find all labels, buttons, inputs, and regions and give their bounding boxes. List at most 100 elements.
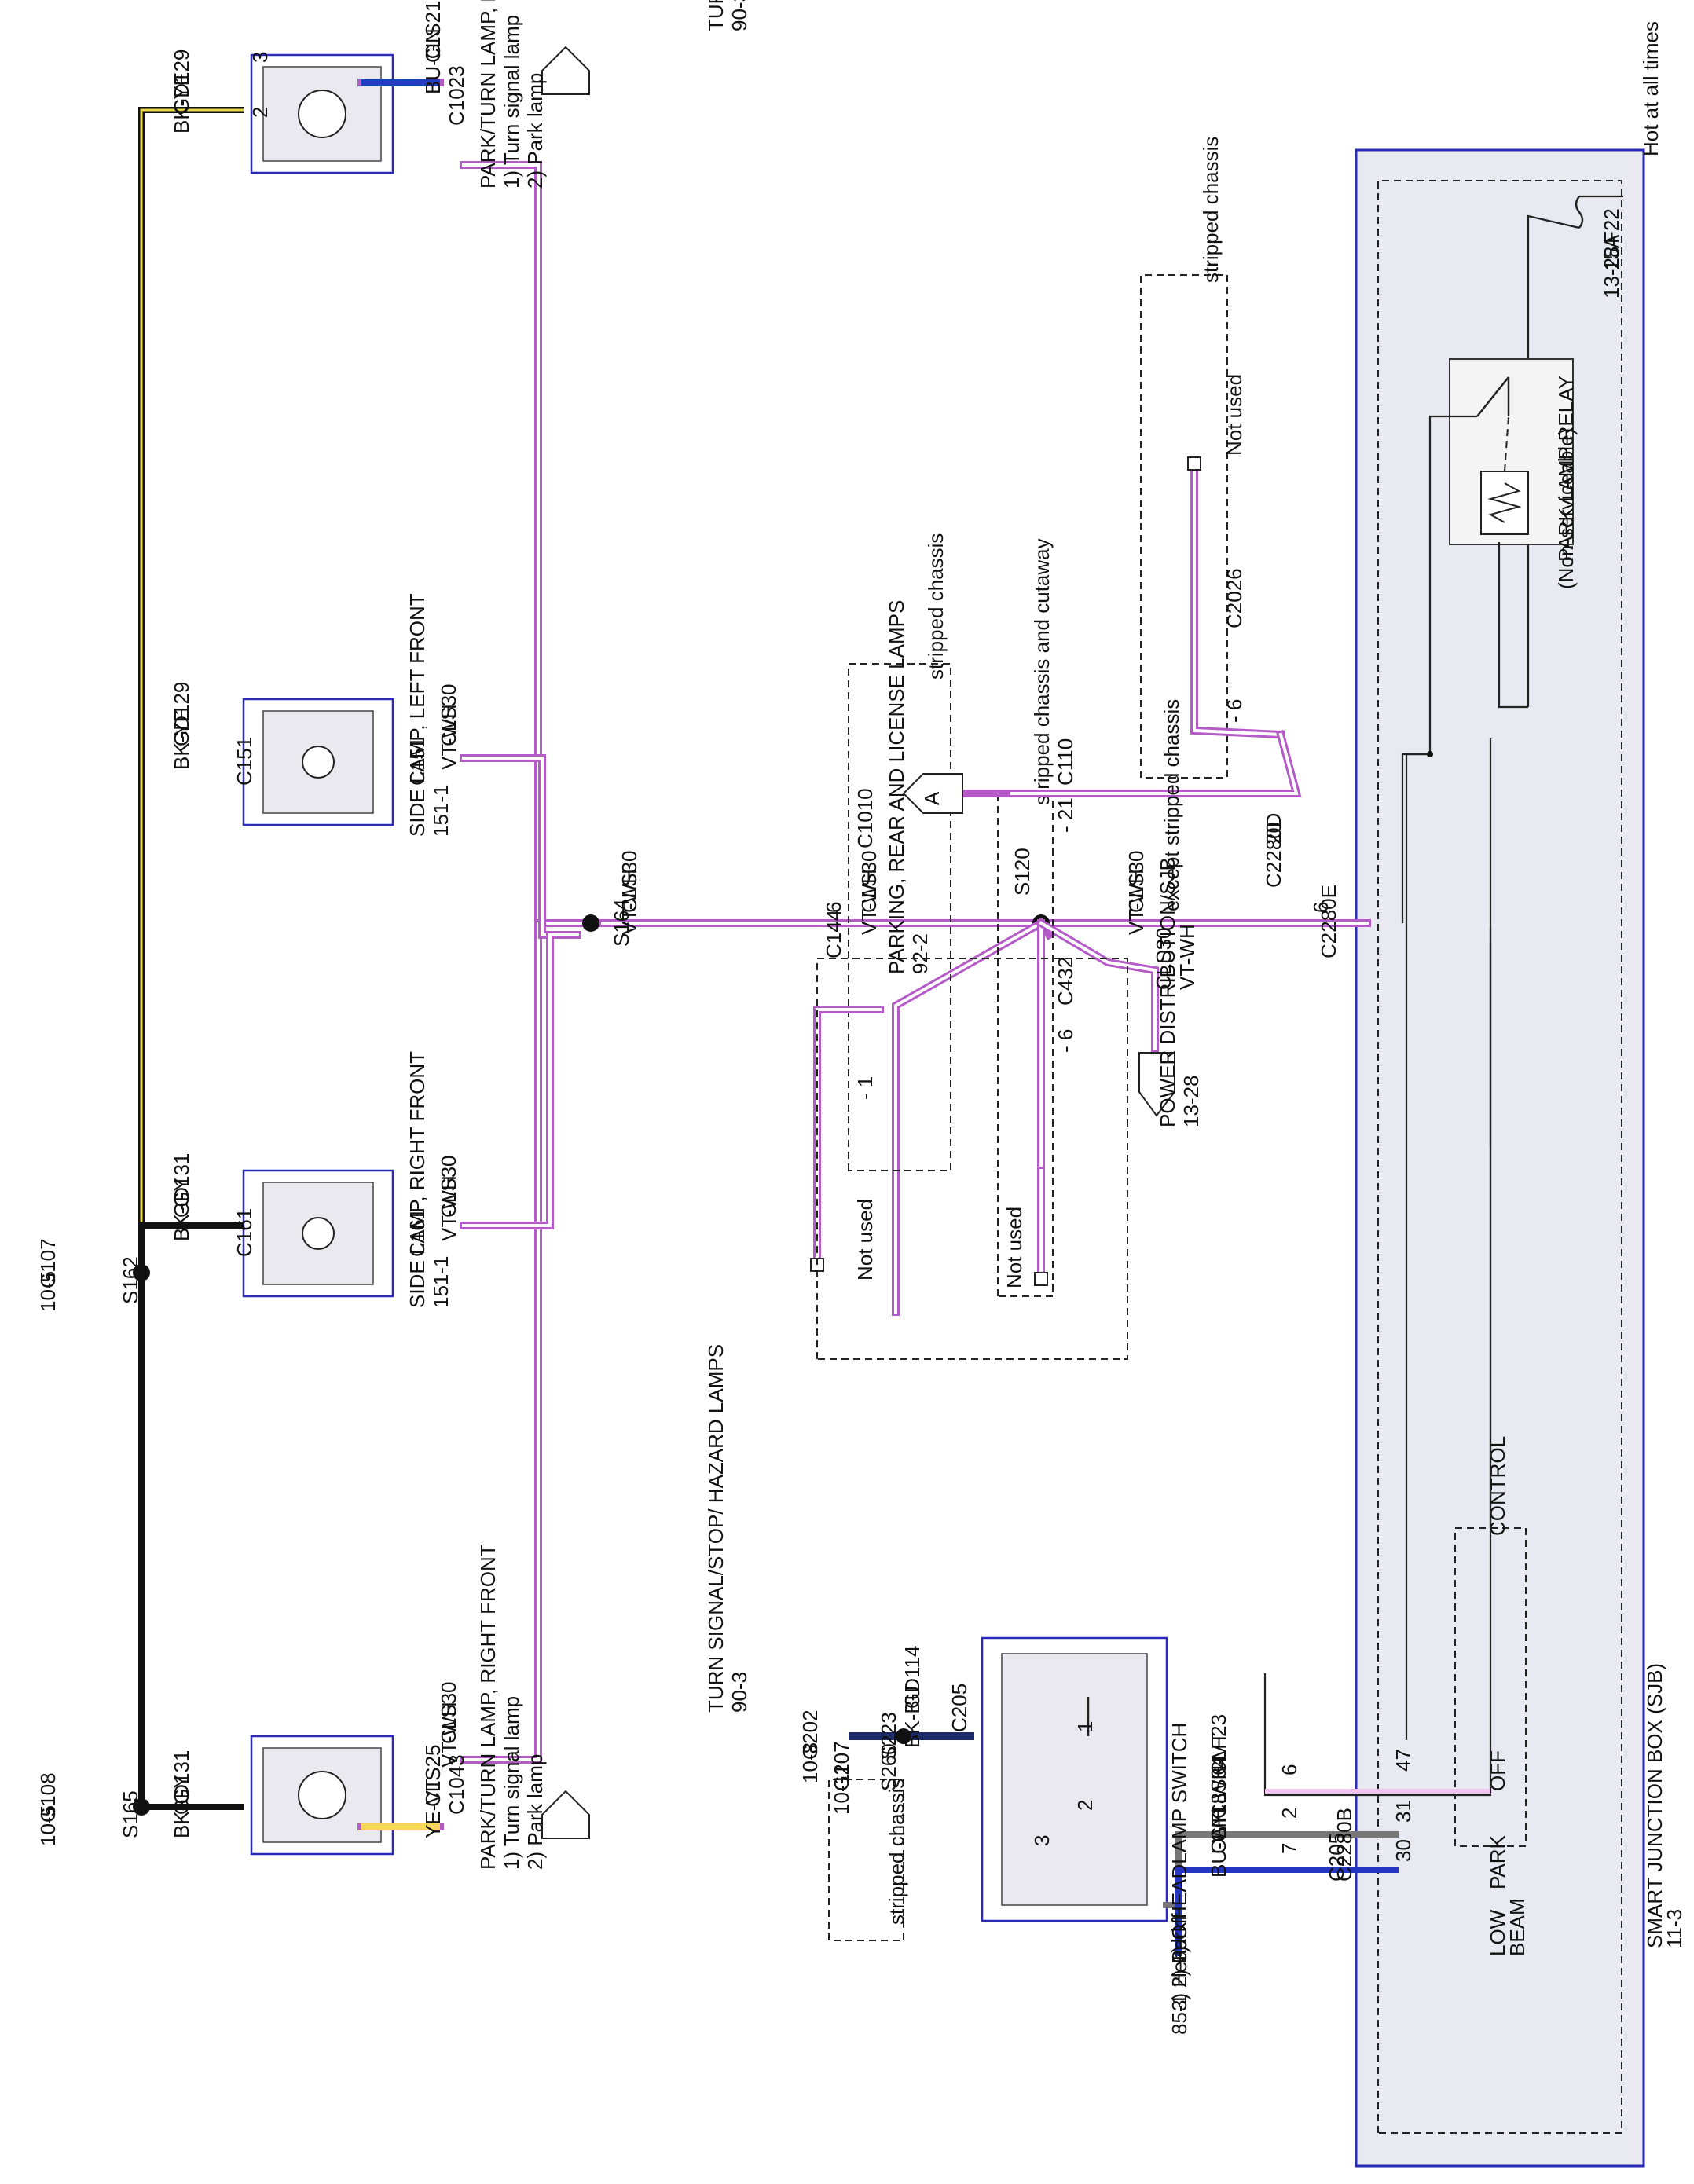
cls34-label: CLS34: [1207, 1757, 1230, 1819]
sjb-box: [1355, 148, 1645, 2168]
c144-label: C144: [822, 910, 845, 958]
turn-left-ref: 90-3: [728, 0, 751, 31]
c110-dash21: - 21: [1054, 797, 1077, 833]
turn-left-label: TURN SIGNAL/STOP/ HAZARD LAMPS: [704, 0, 728, 31]
bkgy-label: BK-GY: [170, 1775, 193, 1838]
gd131-wire: [138, 1222, 244, 1810]
gd131-label: GD131: [170, 1750, 193, 1815]
fuse-ref: 13-28: [1600, 247, 1623, 299]
cls30-label-powerdist: CLS30: [1152, 928, 1175, 991]
c1010-label: C1010: [853, 788, 877, 848]
c1010-dash1: - 1: [853, 1076, 877, 1100]
buwh-label: BU-WH: [1207, 1808, 1230, 1878]
cls30-to-side-right-out: [460, 931, 581, 1229]
c2280e-label: C2280E: [1317, 885, 1340, 958]
stripped-box-c2026: [1140, 274, 1228, 779]
turn-right-label: TURN SIGNAL/STOP/ HAZARD LAMPS: [704, 1344, 728, 1713]
g108-label: G108: [36, 1772, 60, 1823]
relay-to-c2280d: [1405, 753, 1430, 1740]
left-park-opt2: 2) Park lamp: [523, 73, 547, 189]
relay-junction: [1427, 751, 1433, 757]
stripped-box-c1010: [848, 663, 952, 1171]
switch-name: HEADLAMP SWITCH: [1168, 1723, 1191, 1921]
side-right-name: SIDE LAMP, RIGHT FRONT: [405, 1051, 429, 1308]
g107-ref: 10-5: [36, 1271, 60, 1312]
off-wire: [1263, 943, 1492, 1797]
s164-label: S164: [610, 899, 633, 947]
c161-label: C161: [405, 1208, 429, 1257]
c2280d-pin: 20: [1262, 822, 1285, 845]
side-right-bulb-icon: [302, 1217, 335, 1250]
left-park-pin2: 2: [248, 107, 272, 118]
clf18-label: CLF18: [1207, 1793, 1230, 1854]
vtwh-label-s164: VT-WH: [618, 869, 641, 935]
c1043-label: C1043: [445, 1754, 468, 1815]
parking-rear-box: [816, 958, 1128, 1360]
clf18-wire: [1175, 1867, 1399, 1956]
low-label: LOW: [1486, 1909, 1509, 1956]
cls21-label: CLS21: [421, 1, 445, 64]
c2280b-label: C2280B: [1333, 1808, 1356, 1882]
c205-label: C205: [1325, 1833, 1348, 1882]
c2280e-pin: 6: [1309, 902, 1333, 913]
relay-resistor-icon: [1487, 482, 1522, 523]
cls30-to-c2280d-out: [947, 729, 1302, 797]
cls30-to-side-right: [462, 933, 579, 1227]
cls25-label: CLS25: [421, 1745, 445, 1808]
sjb-ref: 11-3: [1663, 1909, 1686, 1948]
turn-left-arrow: [541, 46, 590, 95]
s260-label: S260: [877, 1743, 900, 1791]
splice-s164: [582, 914, 600, 932]
power-dist-ref: 13-28: [1179, 1076, 1203, 1128]
right-cls30-label: CLS30: [437, 1682, 460, 1745]
fuse-f22-icon: [1575, 196, 1584, 229]
stripped-cutaway-label: stripped chassis and cutaway: [1030, 538, 1054, 805]
left-park-pin3: 3: [248, 52, 272, 63]
cls34-pin: 2: [1278, 1808, 1301, 1819]
side-right-cls30: CLS30: [437, 1156, 460, 1218]
yevt-label: YE-VT: [421, 1778, 445, 1838]
branch-power-dist: [1039, 921, 1157, 1050]
cls30-to-right-park: [462, 922, 599, 1761]
stripped-label-2: stripped chassis: [1199, 137, 1223, 283]
side-left-ref: 151-1: [429, 785, 453, 837]
switch-pin3: 3: [1030, 1835, 1054, 1846]
g207-label: G207: [830, 1741, 853, 1791]
g108-ref: 10-5: [36, 1805, 60, 1846]
switch-ref: 85-1: [1168, 1994, 1191, 2035]
side-right-gd131: GD131: [170, 1153, 193, 1218]
left-park-name: PARK/TURN LAMP, LEFT FRONT: [476, 0, 500, 189]
c432-not-used-terminal: [1034, 1272, 1048, 1286]
side-right-ref: 151-1: [429, 1256, 453, 1309]
g202-label: G202: [798, 1709, 822, 1760]
stripped-label-1: stripped chassis: [924, 533, 948, 680]
c110-label: C110: [1054, 738, 1077, 786]
arrow-a-label: A: [920, 791, 944, 805]
whvt-label: WH-VT: [1207, 1732, 1230, 1799]
gd114-label: GD114: [900, 1646, 924, 1709]
right-vtwh-label: VT-WH: [437, 1702, 460, 1768]
parking-rear-label: PARKING, REAR AND LICENSE LAMPS: [885, 600, 908, 974]
c2026-dash6: - 6: [1223, 699, 1246, 723]
vtwh-label-powerdist: VT-WH: [1175, 924, 1199, 990]
c432-label: C432: [1054, 957, 1077, 1006]
splice-s165: [133, 1798, 150, 1816]
cls30-label-s164: CLS30: [618, 851, 641, 914]
bkbu-label: BK-BU: [900, 1686, 924, 1748]
off-label: OFF: [1486, 1750, 1509, 1791]
control-label: CONTROL: [1486, 1436, 1509, 1536]
gd129-label: GD129: [170, 49, 193, 114]
s223-label: S223: [877, 1712, 900, 1760]
side-left-bulb-icon: [302, 746, 335, 779]
arrow-a-shape: [902, 773, 963, 814]
sjb-name: SMART JUNCTION BOX (SJB): [1643, 1663, 1666, 1948]
c2026-not-used-terminal: [1187, 456, 1201, 471]
switch-opt1: 1) Off: [1168, 1913, 1191, 1964]
clf18-pin: 7: [1278, 1843, 1301, 1854]
bkye-label: BK-YE: [170, 72, 193, 134]
s120-label: S120: [1010, 848, 1034, 896]
splice-s223: [896, 1728, 911, 1744]
right-park-opt1: 1) Turn signal lamp: [500, 1696, 523, 1870]
